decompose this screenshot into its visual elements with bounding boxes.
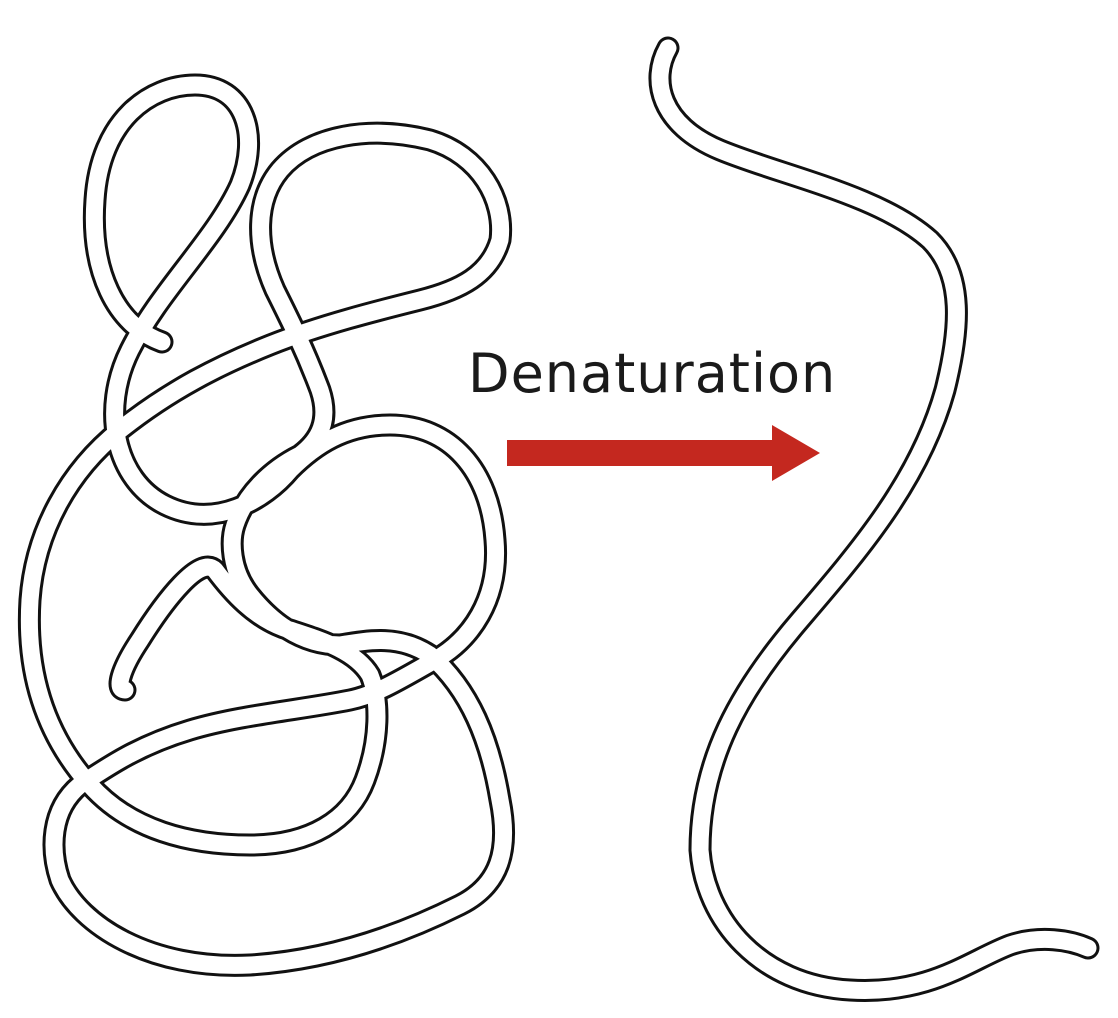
denaturation-label: Denaturation xyxy=(468,342,836,405)
unfolded-protein-strand xyxy=(648,36,1100,1002)
folded-protein-coil xyxy=(17,73,516,977)
right-arrow-icon xyxy=(507,425,820,481)
